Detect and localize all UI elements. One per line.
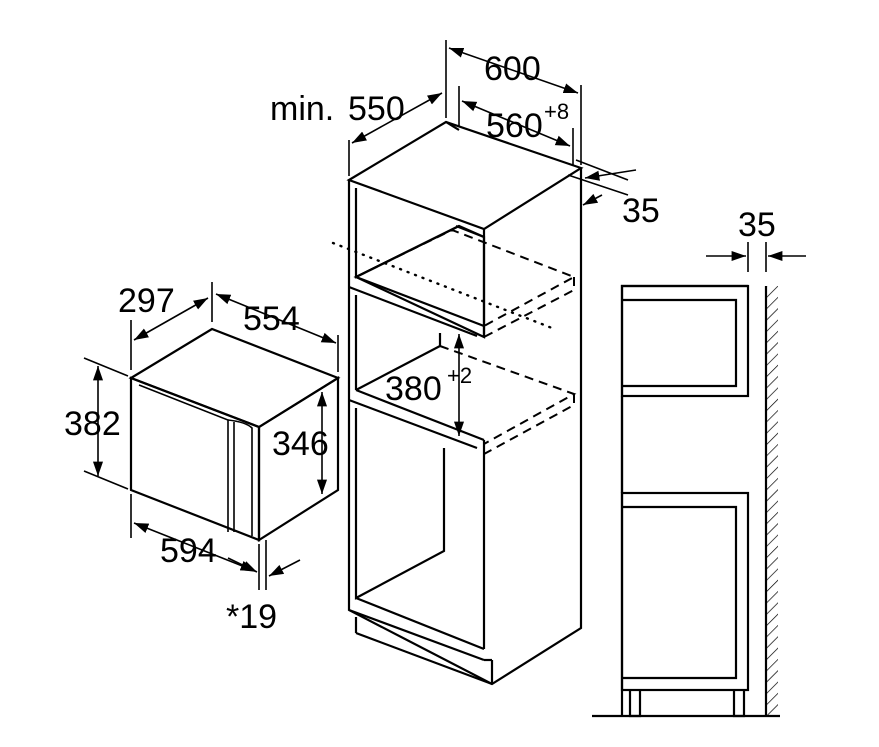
dim-382: 382 — [64, 405, 121, 443]
dim-380-tolerance: +2 — [447, 363, 472, 388]
dim-35-wall: 35 — [738, 206, 776, 244]
dim-560-tolerance: +8 — [544, 99, 569, 124]
dim-380: 380 — [385, 370, 442, 408]
microwave-appliance — [128, 327, 341, 542]
cabinet-dimensions — [348, 40, 637, 436]
tall-cabinet — [346, 120, 584, 686]
dim-550: 550 — [348, 90, 405, 128]
dim-297: 297 — [118, 282, 175, 320]
dim-min-prefix: min. — [270, 90, 334, 128]
cabinet-niche-outline — [331, 228, 577, 455]
microwave-labels: 297 554 382 346 594 *19 — [64, 282, 329, 636]
dim-35-back: 35 — [622, 192, 660, 230]
cabinet-labels: min. 550 600 560 +8 35 380 +2 — [270, 50, 660, 408]
dim-554: 554 — [243, 300, 300, 338]
dim-594: 594 — [160, 532, 217, 570]
microwave-dimensions — [83, 282, 339, 590]
dim-346: 346 — [272, 425, 329, 463]
dim-19: *19 — [226, 598, 277, 636]
dim-560: 560 — [486, 107, 543, 145]
side-section-dimensions: 35 — [706, 206, 806, 272]
dim-600: 600 — [484, 50, 541, 88]
side-section-view — [592, 284, 780, 718]
